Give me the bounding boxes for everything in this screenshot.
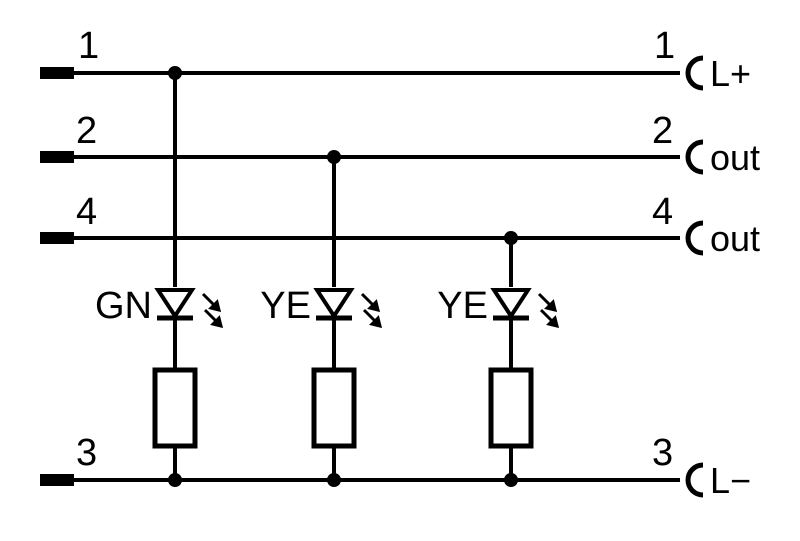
junction-dot — [504, 231, 518, 245]
junction-dot — [168, 66, 182, 80]
socket-pin-3 — [685, 462, 704, 498]
right-signal-labels: L+ out out L− — [710, 53, 760, 501]
right-pin-number: 1 — [654, 25, 675, 67]
diode-triangle — [154, 288, 196, 320]
left-terminal-pin-1 — [40, 67, 74, 79]
junction-dots — [168, 66, 518, 487]
light-emission-arrows — [537, 292, 560, 329]
left-pin-numbers: 1 2 4 3 — [76, 25, 99, 474]
right-sockets — [685, 55, 704, 498]
left-pin-number: 3 — [76, 432, 97, 474]
signal-label: out — [710, 218, 760, 259]
junction-dot — [504, 473, 518, 487]
led-label: YE — [260, 285, 311, 327]
left-terminal-pin-2 — [40, 151, 74, 163]
junction-dot — [327, 473, 341, 487]
signal-label: L+ — [710, 53, 751, 94]
led-ye-2 — [490, 288, 560, 329]
right-pin-number: 3 — [652, 432, 673, 474]
resistor — [152, 367, 198, 449]
left-pin-number: 4 — [76, 191, 97, 233]
socket-pin-1 — [685, 55, 704, 91]
left-pin-number: 2 — [76, 110, 97, 152]
led-label: YE — [437, 285, 488, 327]
socket-pin-4 — [685, 220, 704, 256]
led-ye-1 — [313, 288, 383, 329]
right-pin-numbers: 1 2 4 3 — [652, 25, 675, 474]
left-terminal-pin-3 — [40, 474, 74, 486]
socket-pin-2 — [685, 139, 704, 175]
led-labels: GN YE YE — [95, 285, 488, 327]
right-pin-number: 2 — [652, 110, 673, 152]
light-emission-arrows — [360, 292, 383, 329]
signal-label: L− — [710, 460, 751, 501]
led-gn — [154, 288, 224, 329]
left-terminal-pin-4 — [40, 232, 74, 244]
resistors — [152, 367, 534, 449]
signal-label: out — [710, 137, 760, 178]
right-pin-number: 4 — [652, 191, 673, 233]
left-pin-number: 1 — [78, 25, 99, 67]
bus-lines — [42, 71, 680, 482]
diode-triangle — [490, 288, 532, 320]
left-terminals — [40, 67, 74, 486]
resistor — [311, 367, 357, 449]
light-emission-arrows — [201, 292, 224, 329]
led-label: GN — [95, 285, 152, 327]
diode-triangle — [313, 288, 355, 320]
resistor — [488, 367, 534, 449]
junction-dot — [168, 473, 182, 487]
junction-dot — [327, 150, 341, 164]
